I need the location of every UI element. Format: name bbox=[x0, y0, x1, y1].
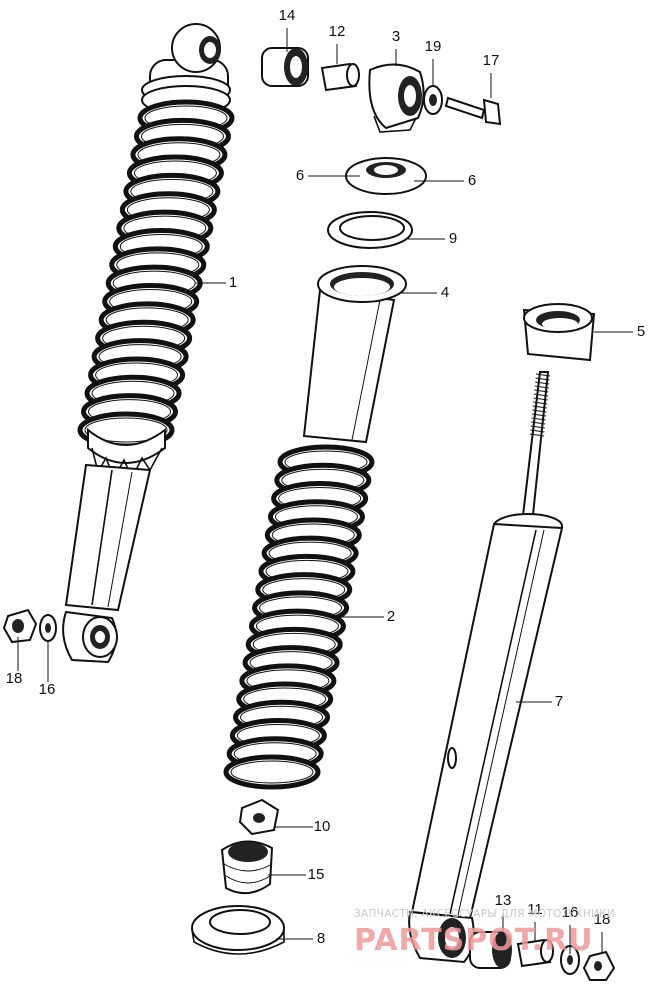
callout-c13: 13 bbox=[495, 892, 512, 909]
shock-absorber-assembly bbox=[2, 23, 235, 664]
callout-c18b: 18 bbox=[594, 911, 611, 928]
callout-c2: 2 bbox=[387, 608, 395, 625]
callout-c14: 14 bbox=[279, 7, 296, 24]
callout-c16a: 16 bbox=[39, 681, 56, 698]
washer-16 bbox=[560, 945, 580, 975]
bolt-17 bbox=[444, 96, 502, 126]
callout-c8: 8 bbox=[317, 930, 325, 947]
bushing-13 bbox=[469, 931, 512, 969]
bushing-14 bbox=[261, 47, 309, 87]
callout-c17: 17 bbox=[483, 52, 500, 69]
callout-c7: 7 bbox=[555, 693, 563, 710]
nut-18 bbox=[582, 950, 616, 981]
collar-12 bbox=[320, 62, 360, 92]
watermark-logo: PARTSPOT.RU bbox=[354, 923, 594, 958]
spring-seat-8 bbox=[191, 905, 285, 955]
washer-9 bbox=[327, 211, 413, 249]
callout-c11: 11 bbox=[527, 901, 543, 918]
callout-c6b: 6 bbox=[468, 172, 476, 189]
callout-c12: 12 bbox=[329, 23, 346, 40]
callout-c1: 1 bbox=[229, 274, 237, 291]
callout-c9: 9 bbox=[449, 230, 457, 247]
callout-c4: 4 bbox=[441, 284, 449, 301]
spring-guide-4 bbox=[302, 265, 407, 444]
callout-c19: 19 bbox=[425, 38, 442, 55]
stopper-10 bbox=[238, 798, 280, 836]
callout-c16b: 16 bbox=[562, 904, 579, 921]
spring-seat-5 bbox=[522, 303, 596, 362]
callout-c10: 10 bbox=[314, 818, 331, 835]
bump-rubber-15 bbox=[220, 840, 274, 895]
washer-19 bbox=[423, 85, 443, 115]
watermark-tagline: ЗАПЧАСТИ, АКСЕССУАРЫ ДЛЯ МОТОТЕХНИКИ bbox=[354, 908, 615, 920]
callout-c5: 5 bbox=[637, 323, 645, 340]
callout-c6a: 6 bbox=[296, 167, 304, 184]
callout-c15: 15 bbox=[308, 866, 325, 883]
coil-spring-2 bbox=[223, 444, 375, 790]
eye-joint-3 bbox=[368, 63, 425, 133]
damper-unit-7 bbox=[408, 371, 564, 964]
callout-c18a: 18 bbox=[6, 670, 23, 687]
callout-c3: 3 bbox=[392, 28, 400, 45]
